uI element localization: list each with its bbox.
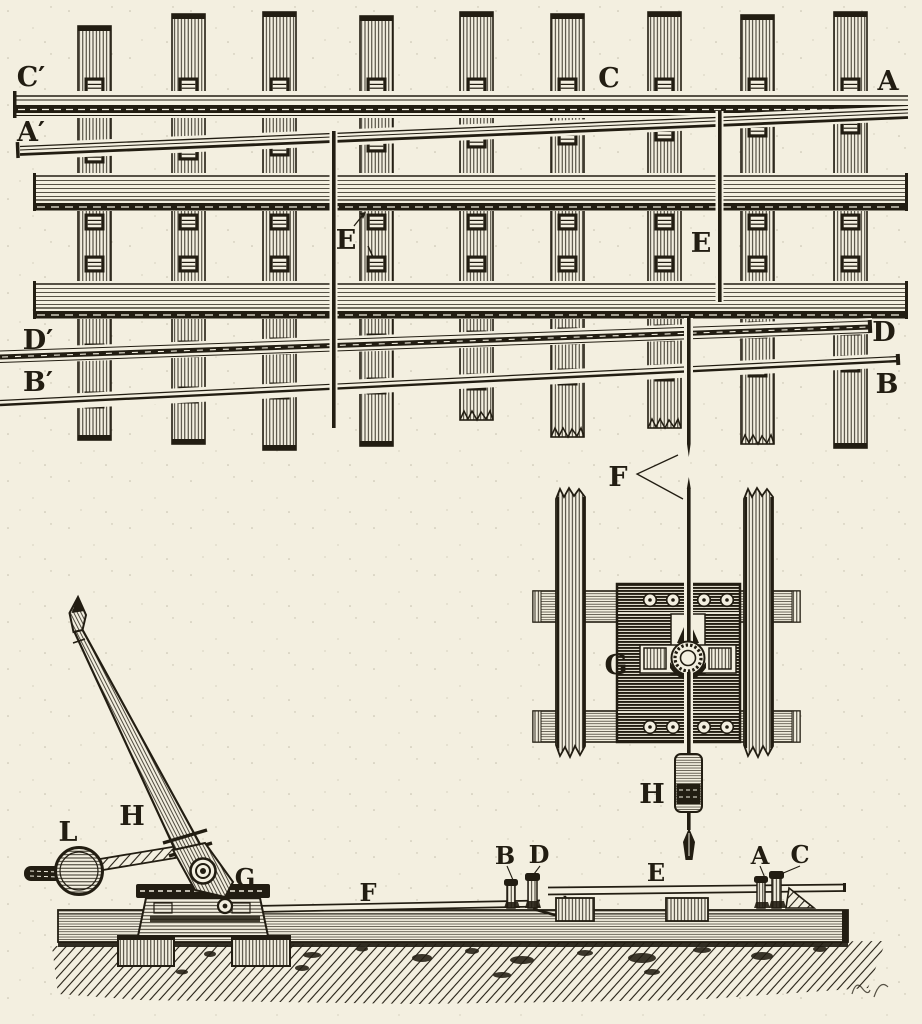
rail-post-b [504,879,520,909]
elevation-view [24,594,889,1004]
label-plan-a-prime: A′ [16,117,45,148]
label-plan-c-prime: C′ [17,62,46,93]
label-plan-e-right: E [691,228,712,259]
rail-wedge [785,886,817,909]
connecting-rod-main [547,883,846,896]
label-detail-h: H [639,779,665,810]
switch-plate [615,582,742,744]
label-plan-b: B [876,369,899,400]
label-elevation-c: C [790,840,809,869]
leader-b [506,865,514,881]
beam-chair-right [665,897,709,922]
rod-pivot-pin [216,897,234,915]
stretcher-rod-left [329,131,338,428]
label-plan-c: C [598,63,620,94]
hand-grip [674,753,703,860]
plate-slide-block-left [643,647,667,670]
label-elevation-d: D [529,840,550,869]
label-plan-d-prime: D′ [23,325,54,356]
rail-switch-blade-a [15,106,909,160]
label-elevation-f: F [359,878,376,907]
rail-band-upper [33,173,908,211]
plate-bolts [642,592,735,735]
actuator-rod-mid [684,477,693,655]
labels: C′ A′ C A E E D′ B′ D B F G H L H G F B … [16,62,900,907]
label-elevation-e: E [647,858,665,887]
rail-switch-blade-b [0,353,901,412]
connecting-rod-left [227,899,541,914]
label-plan-a: A [877,66,900,97]
engraver-mark [851,984,889,998]
lever-tip [68,594,88,644]
detail-view [532,454,801,860]
label-plan-e-left: E [336,225,357,256]
beam-shadow [58,941,848,947]
lever-collar-band-1 [162,828,208,845]
actuator-rod-lower [684,672,693,756]
stretcher-rod-right [715,111,724,302]
lever-assembly [24,594,235,915]
counterweight-disc [54,846,104,896]
e-label-arrow [353,212,374,258]
plate-slide-block-right [708,647,732,670]
label-detail-f: F [608,462,627,493]
rail-post-a [754,876,770,909]
leader-a [759,865,766,879]
rail-band-lower [33,281,908,319]
pivot-boss [189,857,217,885]
actuator-rod-upper [684,318,693,458]
beam-chair-left [555,897,595,922]
rail-post-d [525,873,541,909]
label-plan-b-prime: B′ [23,367,53,398]
plan-view [0,11,910,458]
rail-switch-blade-d [0,318,873,364]
handle-stub [24,866,62,881]
label-elevation-a: A [750,841,770,870]
label-lever-l: L [59,817,78,848]
label-lever-h: H [119,801,145,832]
f-label-chevron [635,454,684,500]
detail-rail-right [743,486,774,760]
label-lever-g: G [235,863,256,892]
detail-rail-left [555,486,586,760]
label-detail-g: G [604,650,627,681]
rail-post-c [769,871,786,909]
leader-d [533,865,541,875]
label-plan-d: D [872,317,895,348]
leader-c [780,865,801,875]
label-elevation-b: B [495,841,515,870]
